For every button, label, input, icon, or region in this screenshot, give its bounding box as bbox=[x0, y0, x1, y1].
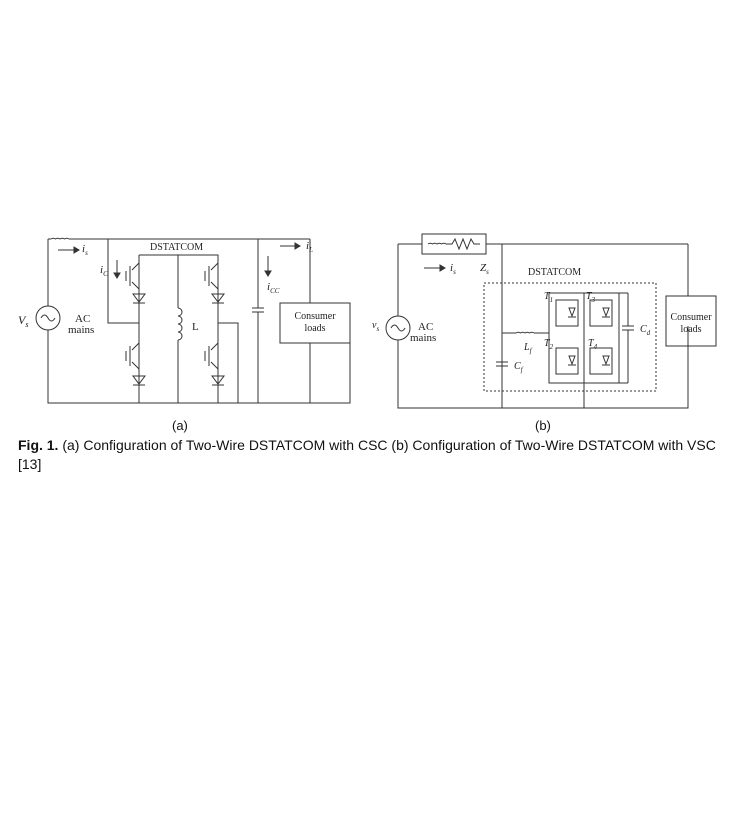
zs-label: Zs bbox=[480, 262, 489, 276]
t3-label: T3 bbox=[586, 291, 596, 304]
inductor-label: L bbox=[192, 321, 199, 333]
vs-label-b: vs bbox=[372, 320, 379, 333]
subcaption-a: (a) bbox=[172, 418, 188, 433]
dstatcom-title-b: DSTATCOM bbox=[528, 267, 581, 278]
icc-label: iCC bbox=[267, 281, 280, 295]
t1-label: T1 bbox=[544, 291, 553, 304]
is-label-b: is bbox=[450, 262, 456, 276]
lf-label: Lf bbox=[523, 342, 533, 355]
figure-caption: Fig. 1. (a) Configuration of Two-Wire DS… bbox=[18, 436, 718, 474]
caption-label: Fig. 1. bbox=[18, 437, 59, 453]
dstatcom-title: DSTATCOM bbox=[150, 242, 203, 253]
ic-label: iC bbox=[100, 264, 108, 278]
subcaption-b: (b) bbox=[535, 418, 551, 433]
is-label: is bbox=[82, 243, 88, 257]
il-label: iL bbox=[306, 240, 313, 254]
t2-label: T2 bbox=[544, 338, 554, 351]
vs-label: Vs bbox=[18, 313, 28, 329]
cd-label: Cd bbox=[640, 324, 651, 337]
caption-text: (a) Configuration of Two-Wire DSTATCOM w… bbox=[18, 437, 716, 472]
cf-label: Cf bbox=[514, 361, 524, 374]
t4-label: T4 bbox=[588, 338, 598, 351]
